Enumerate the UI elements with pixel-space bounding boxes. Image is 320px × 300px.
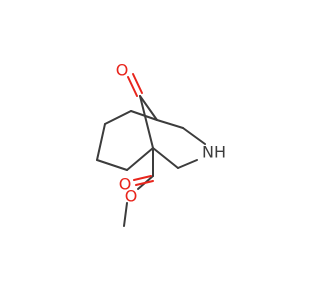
bond-c7-c6 bbox=[96, 123, 106, 161]
ester-bond-line-1 bbox=[133, 175, 152, 181]
bond-c4-c5 bbox=[152, 147, 179, 169]
structure-drawing: O NH O O bbox=[96, 61, 226, 227]
ester-double-bond bbox=[133, 175, 154, 186]
amine-nitrogen-label: NH bbox=[202, 143, 226, 162]
ketone-bond-line-2 bbox=[132, 73, 143, 94]
ketone-bond-line-1 bbox=[127, 76, 138, 97]
bond-c9-c5 bbox=[139, 95, 154, 149]
ester-ether-oxygen-label: O bbox=[125, 187, 138, 206]
bond-oether-methyl bbox=[123, 202, 128, 227]
bond-c1-c8 bbox=[130, 110, 158, 121]
bond-c5b-c5 bbox=[126, 147, 154, 171]
bond-n3-c4 bbox=[177, 159, 198, 169]
bond-skeleton bbox=[96, 95, 206, 227]
bond-c1-c2 bbox=[156, 119, 184, 129]
ketone-oxygen-label: O bbox=[116, 61, 129, 80]
ketone-double-bond bbox=[127, 73, 143, 97]
bond-c2-n3 bbox=[182, 127, 206, 145]
ester-bond-line-2 bbox=[135, 180, 154, 186]
ester-carbonyl-oxygen-label: O bbox=[119, 175, 132, 194]
bond-c9-c1 bbox=[139, 95, 158, 121]
bond-c6-c5b bbox=[96, 159, 128, 171]
bond-c8-c7 bbox=[104, 110, 132, 125]
